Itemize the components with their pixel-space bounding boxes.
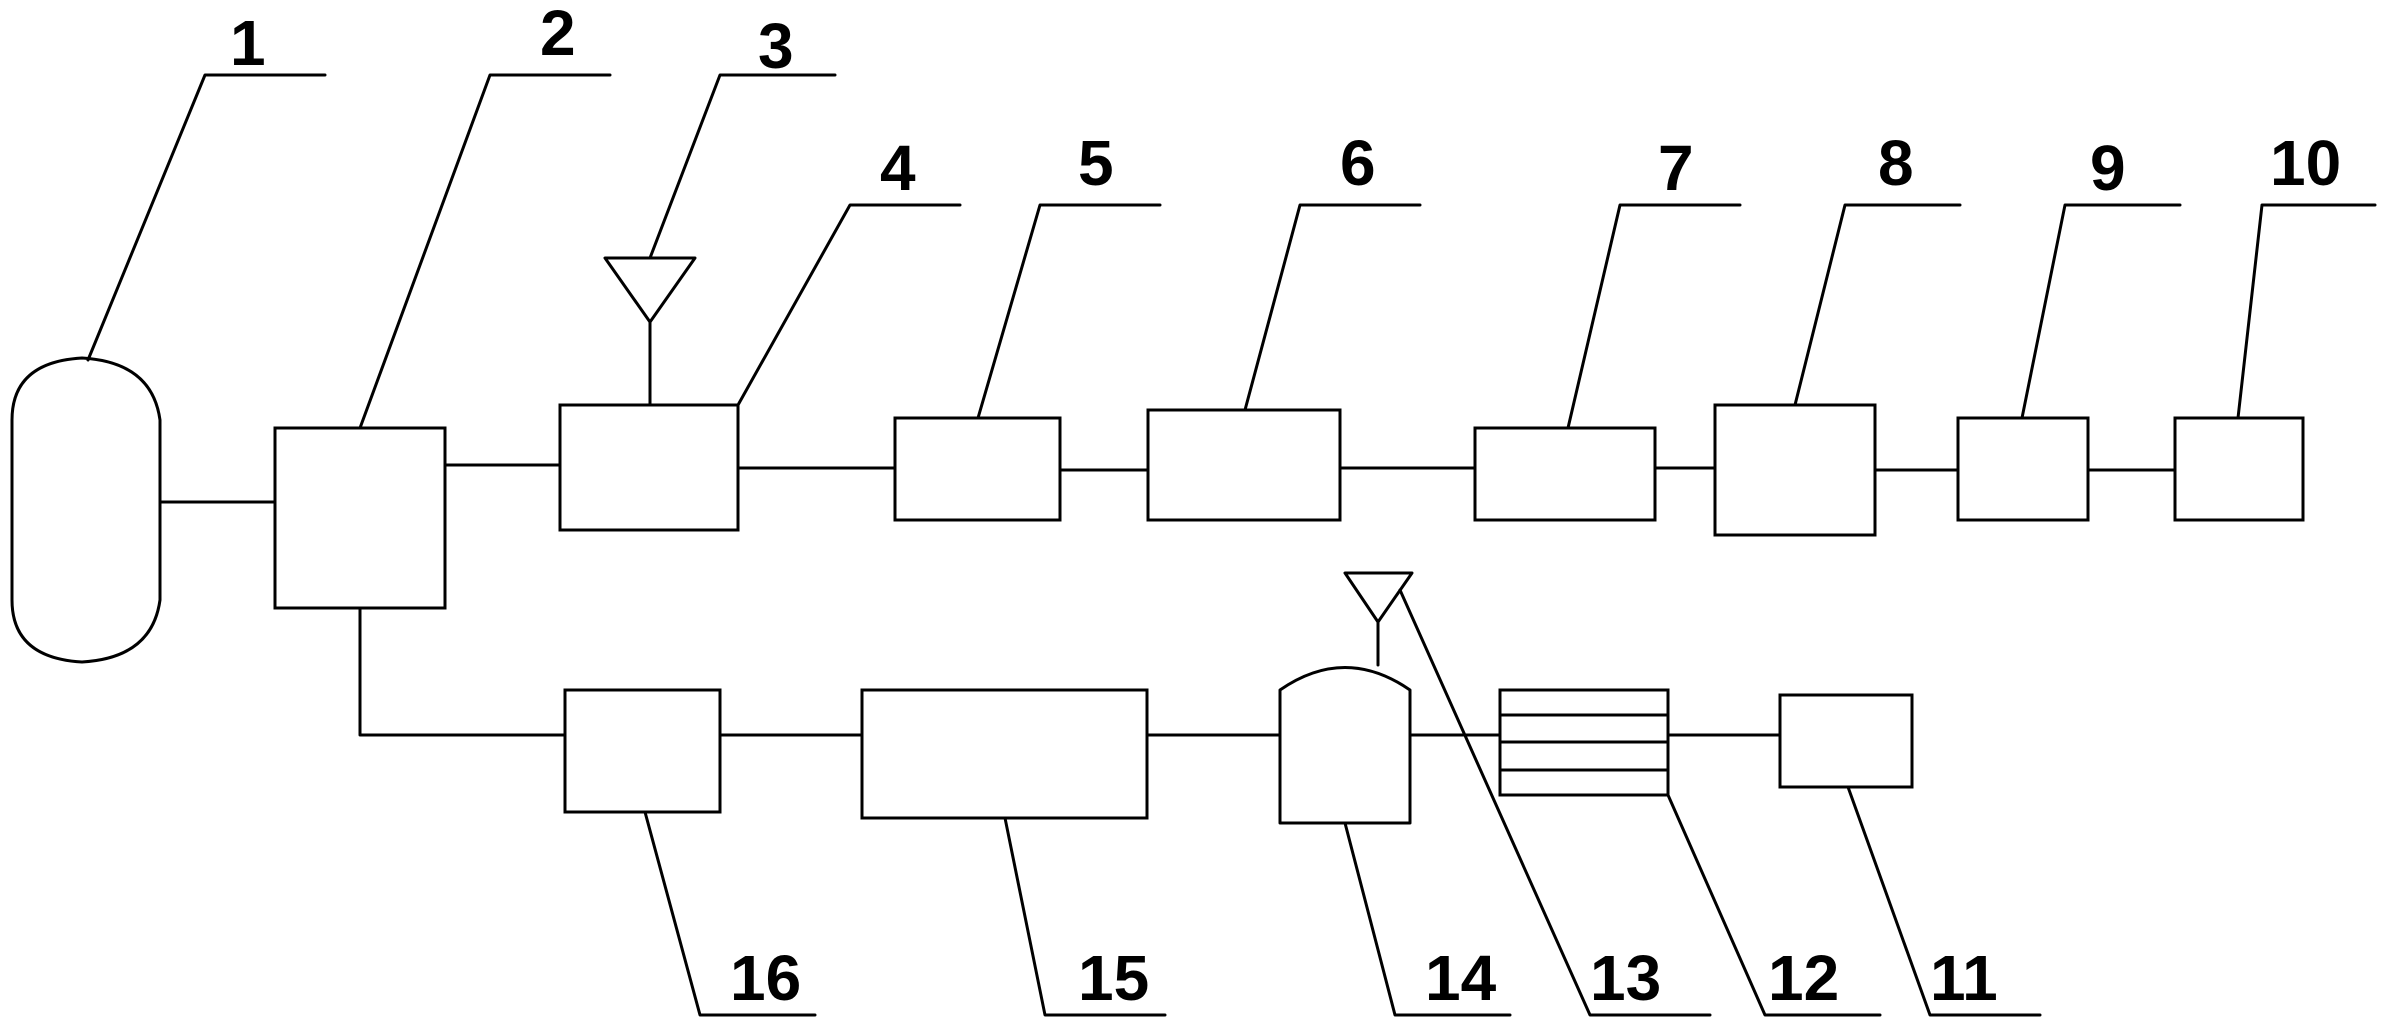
label-10: 10 [2270,127,2341,199]
leader-1 [86,73,327,362]
leader-4 [736,203,962,407]
label-6: 6 [1340,127,1376,199]
label-5: 5 [1078,127,1114,199]
label-16: 16 [730,942,801,1014]
leader-5 [976,203,1162,420]
leader-12 [1666,793,1882,1017]
component-1-outline [10,356,162,664]
leader-15 [1003,816,1167,1017]
antenna-13-icon [1343,571,1414,624]
component-7-box [1473,426,1657,522]
label-9: 9 [2090,132,2126,204]
leader-2 [358,73,612,430]
leader-11 [1846,785,2042,1017]
leader-13 [1398,588,1712,1017]
leader-14 [1343,821,1512,1017]
component-10-box [2173,416,2305,522]
label-4: 4 [880,132,916,204]
label-1: 1 [230,7,266,79]
leader-7 [1566,203,1742,430]
label-7: 7 [1658,132,1694,204]
label-2: 2 [540,0,576,69]
antenna-3-icon [603,256,697,324]
label-12: 12 [1768,942,1839,1014]
label-14: 14 [1425,942,1497,1014]
label-11: 11 [1930,942,1998,1014]
label-13: 13 [1590,942,1661,1014]
component-2-box [273,426,447,610]
component-5-box [893,416,1062,522]
component-16-box [563,688,722,814]
label-15: 15 [1078,942,1149,1014]
component-15-box [860,688,1149,820]
leader-8 [1793,203,1962,407]
component-6-box [1146,408,1342,522]
leader-16 [643,810,817,1017]
component-8-box [1713,403,1877,537]
component-4-box [558,403,740,532]
leader-10 [2236,203,2377,420]
component-14-dome-box [1278,666,1412,825]
component-11-box [1778,693,1914,789]
component-9-box [1956,416,2090,522]
leader-3 [648,73,837,260]
label-8: 8 [1878,127,1914,199]
leader-9 [2020,203,2182,420]
leader-6 [1243,203,1422,412]
label-3: 3 [758,10,794,82]
wire-2-16 [358,606,567,737]
